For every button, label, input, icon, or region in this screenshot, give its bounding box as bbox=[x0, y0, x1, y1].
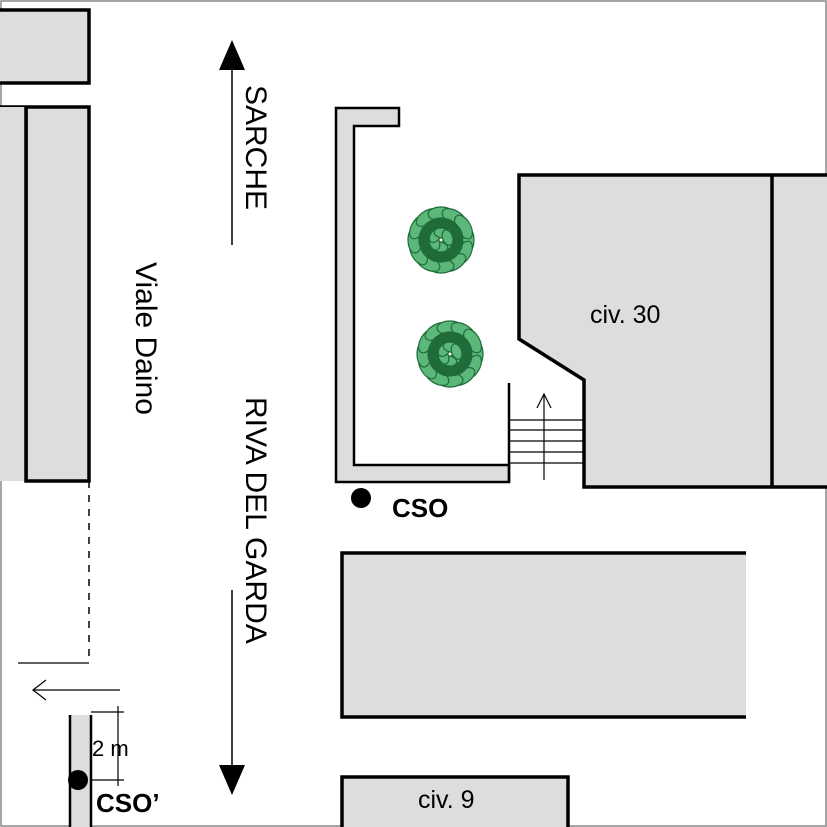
cso-label: CSO bbox=[392, 493, 448, 523]
building-civ30 bbox=[517, 173, 827, 489]
building-civ30-rightfill bbox=[770, 177, 827, 485]
tree-leaf bbox=[450, 343, 463, 360]
building-middle-fill bbox=[344, 555, 746, 715]
street-label-viale-daino: Viale Daino bbox=[129, 262, 162, 415]
marker-dot-icon bbox=[68, 770, 88, 790]
building-label-civ30: civ. 30 bbox=[590, 301, 660, 329]
tree-leaf bbox=[441, 229, 454, 246]
tree-icon bbox=[416, 320, 484, 388]
sidewalk-strip-outline bbox=[68, 715, 93, 827]
building-left-top bbox=[0, 8, 91, 85]
arrow-left-head bbox=[32, 679, 47, 701]
arrow-down-icon bbox=[219, 765, 245, 795]
building-civ9 bbox=[340, 775, 570, 827]
cso-prime-label: CSO’ bbox=[96, 788, 160, 818]
direction-label-south: RIVA DEL GARDA bbox=[239, 397, 272, 644]
building-label-civ9: civ. 9 bbox=[418, 786, 475, 814]
distance-label: 2 m bbox=[92, 736, 129, 761]
courtyard-wall bbox=[334, 106, 511, 484]
arrow-up-icon bbox=[219, 40, 245, 70]
tree-icon bbox=[407, 206, 475, 274]
stairs-icon bbox=[507, 383, 584, 482]
marker-dot-icon bbox=[351, 488, 371, 508]
building-left-edge-fill bbox=[0, 107, 26, 481]
direction-label-north: SARCHE bbox=[239, 85, 272, 210]
